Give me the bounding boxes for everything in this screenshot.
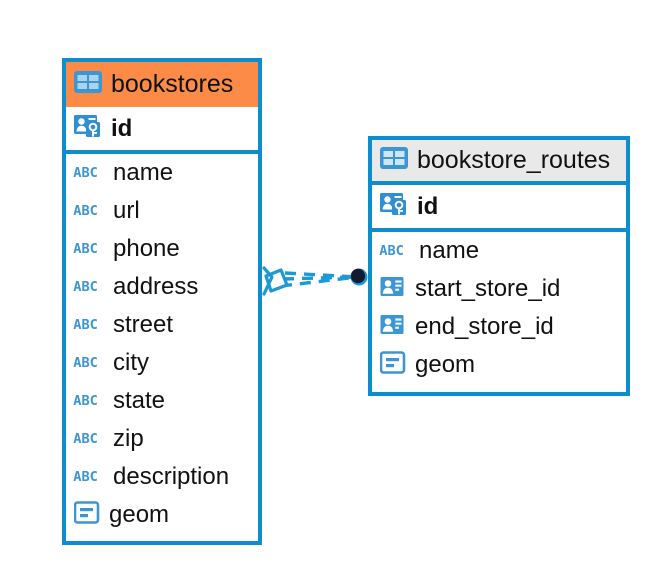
foreign-key-icon bbox=[380, 314, 406, 341]
field-label: id bbox=[111, 114, 133, 142]
field-label: name bbox=[419, 237, 480, 264]
abc-icon: ABC bbox=[73, 469, 98, 485]
field-row-street[interactable]: ABC street bbox=[66, 306, 258, 344]
field-row-primary-key[interactable]: id bbox=[372, 185, 626, 232]
field-label: id bbox=[417, 192, 439, 220]
field-row-start-store-id[interactable]: start_store_id bbox=[372, 270, 626, 308]
abc-icon: ABC bbox=[73, 355, 98, 371]
table-header-bookstores[interactable]: bookstores bbox=[66, 62, 258, 107]
field-row-state[interactable]: ABC state bbox=[66, 382, 258, 420]
field-label: street bbox=[113, 311, 174, 338]
table-icon bbox=[74, 71, 102, 98]
primary-key-icon bbox=[380, 192, 408, 221]
abc-icon: ABC bbox=[379, 243, 404, 259]
table-icon bbox=[380, 147, 408, 174]
field-row-address[interactable]: ABC address bbox=[66, 268, 258, 306]
table-title: bookstore_routes bbox=[417, 146, 611, 174]
foreign-key-icon bbox=[380, 276, 406, 303]
field-label: address bbox=[113, 273, 199, 300]
field-label: state bbox=[113, 387, 166, 414]
field-row-description[interactable]: ABC description bbox=[66, 458, 258, 496]
field-row-name[interactable]: ABC name bbox=[372, 232, 626, 270]
field-label: city bbox=[113, 349, 149, 376]
abc-icon: ABC bbox=[73, 431, 98, 447]
geometry-icon bbox=[379, 351, 406, 379]
field-row-geom[interactable]: geom bbox=[66, 496, 258, 534]
primary-key-icon bbox=[74, 114, 102, 143]
field-row-phone[interactable]: ABC phone bbox=[66, 230, 258, 268]
field-row-primary-key[interactable]: id bbox=[66, 107, 258, 154]
field-label: end_store_id bbox=[415, 313, 554, 340]
crows-foot-icon bbox=[262, 266, 289, 296]
field-label: geom bbox=[109, 501, 170, 528]
field-label: description bbox=[113, 463, 230, 490]
abc-icon: ABC bbox=[73, 317, 98, 333]
abc-icon: ABC bbox=[73, 279, 98, 295]
field-row-zip[interactable]: ABC zip bbox=[66, 420, 258, 458]
table-node-bookstores[interactable]: bookstores bbox=[62, 58, 262, 545]
table-header-bookstore-routes[interactable]: bookstore_routes bbox=[372, 140, 626, 185]
field-label: url bbox=[113, 197, 140, 224]
field-label: geom bbox=[415, 351, 476, 378]
field-row-geom[interactable]: geom bbox=[372, 346, 626, 384]
one-endpoint-icon bbox=[350, 268, 368, 286]
abc-icon: ABC bbox=[73, 203, 98, 219]
table-title: bookstores bbox=[111, 70, 234, 98]
abc-icon: ABC bbox=[73, 393, 98, 409]
field-label: phone bbox=[113, 235, 180, 262]
abc-icon: ABC bbox=[73, 165, 98, 181]
field-label: zip bbox=[113, 425, 144, 452]
geometry-icon bbox=[73, 501, 100, 529]
relationship-line-group bbox=[280, 271, 358, 288]
field-label: name bbox=[113, 159, 174, 186]
field-label: start_store_id bbox=[415, 275, 561, 302]
field-row-end-store-id[interactable]: end_store_id bbox=[372, 308, 626, 346]
field-row-url[interactable]: ABC url bbox=[66, 192, 258, 230]
table-node-bookstore-routes[interactable]: bookstore_routes bbox=[368, 136, 630, 396]
field-row-name[interactable]: ABC name bbox=[66, 154, 258, 192]
abc-icon: ABC bbox=[73, 241, 98, 257]
field-row-city[interactable]: ABC city bbox=[66, 344, 258, 382]
